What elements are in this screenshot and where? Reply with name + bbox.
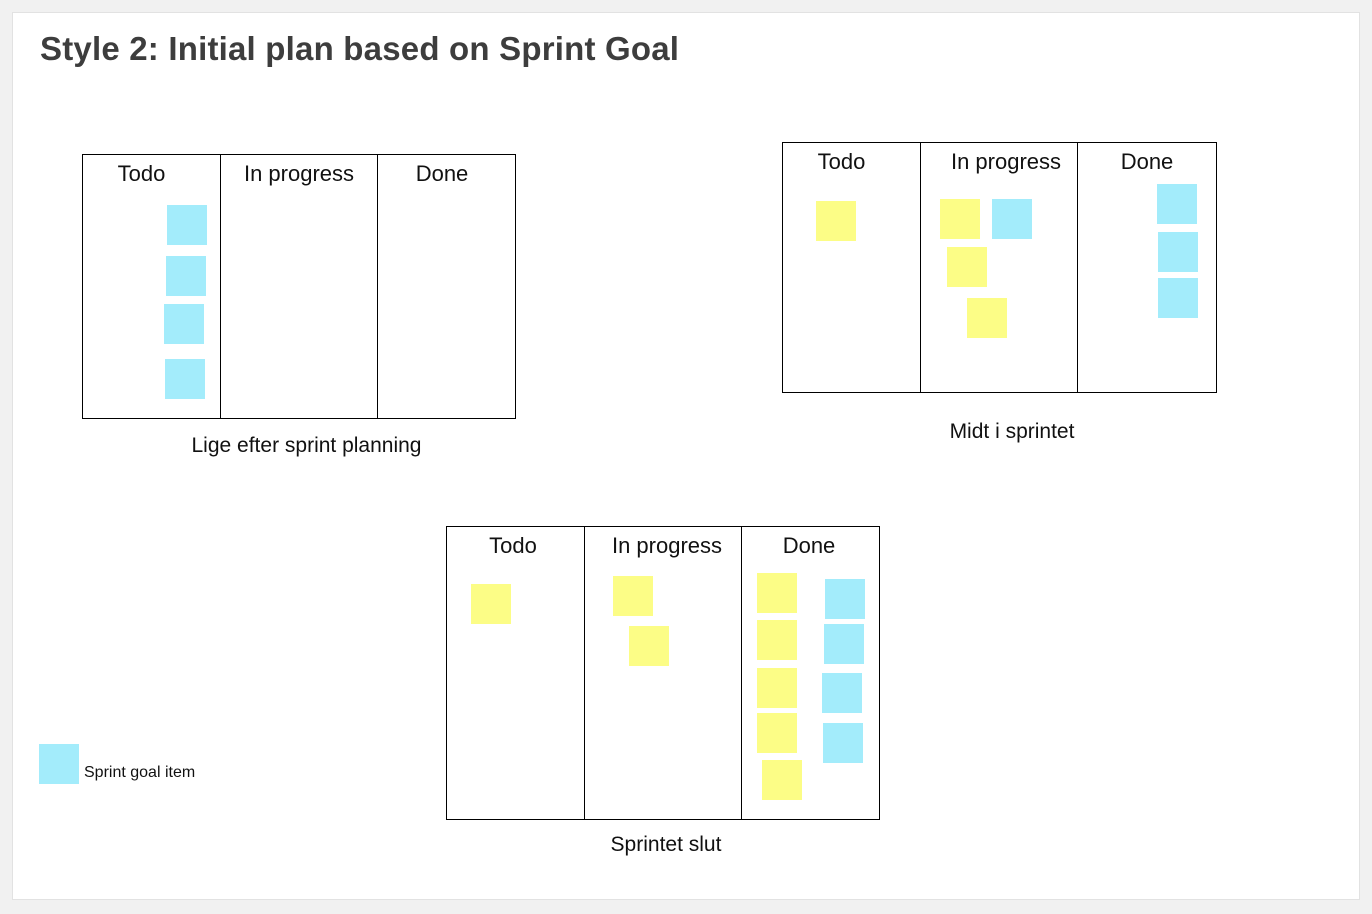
- sprint-goal-note[interactable]: [823, 723, 863, 763]
- column-divider: [377, 155, 378, 418]
- task-note[interactable]: [762, 760, 802, 800]
- column-divider: [920, 143, 921, 392]
- column-divider: [220, 155, 221, 418]
- column-header-todo: Todo: [817, 149, 866, 174]
- column-divider: [741, 527, 742, 819]
- column-divider: [1077, 143, 1078, 392]
- legend-swatch-sprint-goal: [39, 744, 79, 784]
- kanban-board-sprint-end: Todo In progress Done: [446, 526, 880, 820]
- board-caption-sprint-end: Sprintet slut: [610, 833, 722, 856]
- task-note[interactable]: [757, 713, 797, 753]
- column-header-todo: Todo: [489, 533, 537, 558]
- sprint-goal-note[interactable]: [824, 624, 864, 664]
- board-caption-sprint-start: Lige efter sprint planning: [191, 434, 422, 457]
- kanban-board-sprint-start: Todo In progress Done: [82, 154, 516, 419]
- task-note[interactable]: [629, 626, 669, 666]
- sprint-goal-note[interactable]: [825, 579, 865, 619]
- task-note[interactable]: [471, 584, 511, 624]
- task-note[interactable]: [757, 573, 797, 613]
- sprint-goal-note[interactable]: [166, 256, 206, 296]
- column-divider: [584, 527, 585, 819]
- column-header-in-progress: In progress: [950, 149, 1062, 174]
- column-header-done: Done: [1120, 149, 1174, 174]
- task-note[interactable]: [757, 668, 797, 708]
- page-title: Style 2: Initial plan based on Sprint Go…: [40, 30, 680, 67]
- sprint-goal-note[interactable]: [1158, 232, 1198, 272]
- task-note[interactable]: [613, 576, 653, 616]
- sprint-goal-note[interactable]: [992, 199, 1032, 239]
- column-header-in-progress: In progress: [611, 533, 723, 558]
- column-header-done: Done: [782, 533, 836, 558]
- sprint-goal-note[interactable]: [164, 304, 204, 344]
- task-note[interactable]: [967, 298, 1007, 338]
- sprint-goal-note[interactable]: [1157, 184, 1197, 224]
- column-header-done: Done: [415, 161, 469, 186]
- sprint-goal-note[interactable]: [822, 673, 862, 713]
- kanban-board-mid-sprint: Todo In progress Done: [782, 142, 1217, 393]
- task-note[interactable]: [816, 201, 856, 241]
- task-note[interactable]: [940, 199, 980, 239]
- board-caption-mid-sprint: Midt i sprintet: [949, 420, 1075, 443]
- sprint-goal-note[interactable]: [167, 205, 207, 245]
- column-header-in-progress: In progress: [243, 161, 355, 186]
- task-note[interactable]: [947, 247, 987, 287]
- task-note[interactable]: [757, 620, 797, 660]
- sprint-goal-note[interactable]: [1158, 278, 1198, 318]
- legend-label: Sprint goal item: [84, 764, 196, 781]
- column-header-todo: Todo: [117, 161, 166, 186]
- sprint-goal-note[interactable]: [165, 359, 205, 399]
